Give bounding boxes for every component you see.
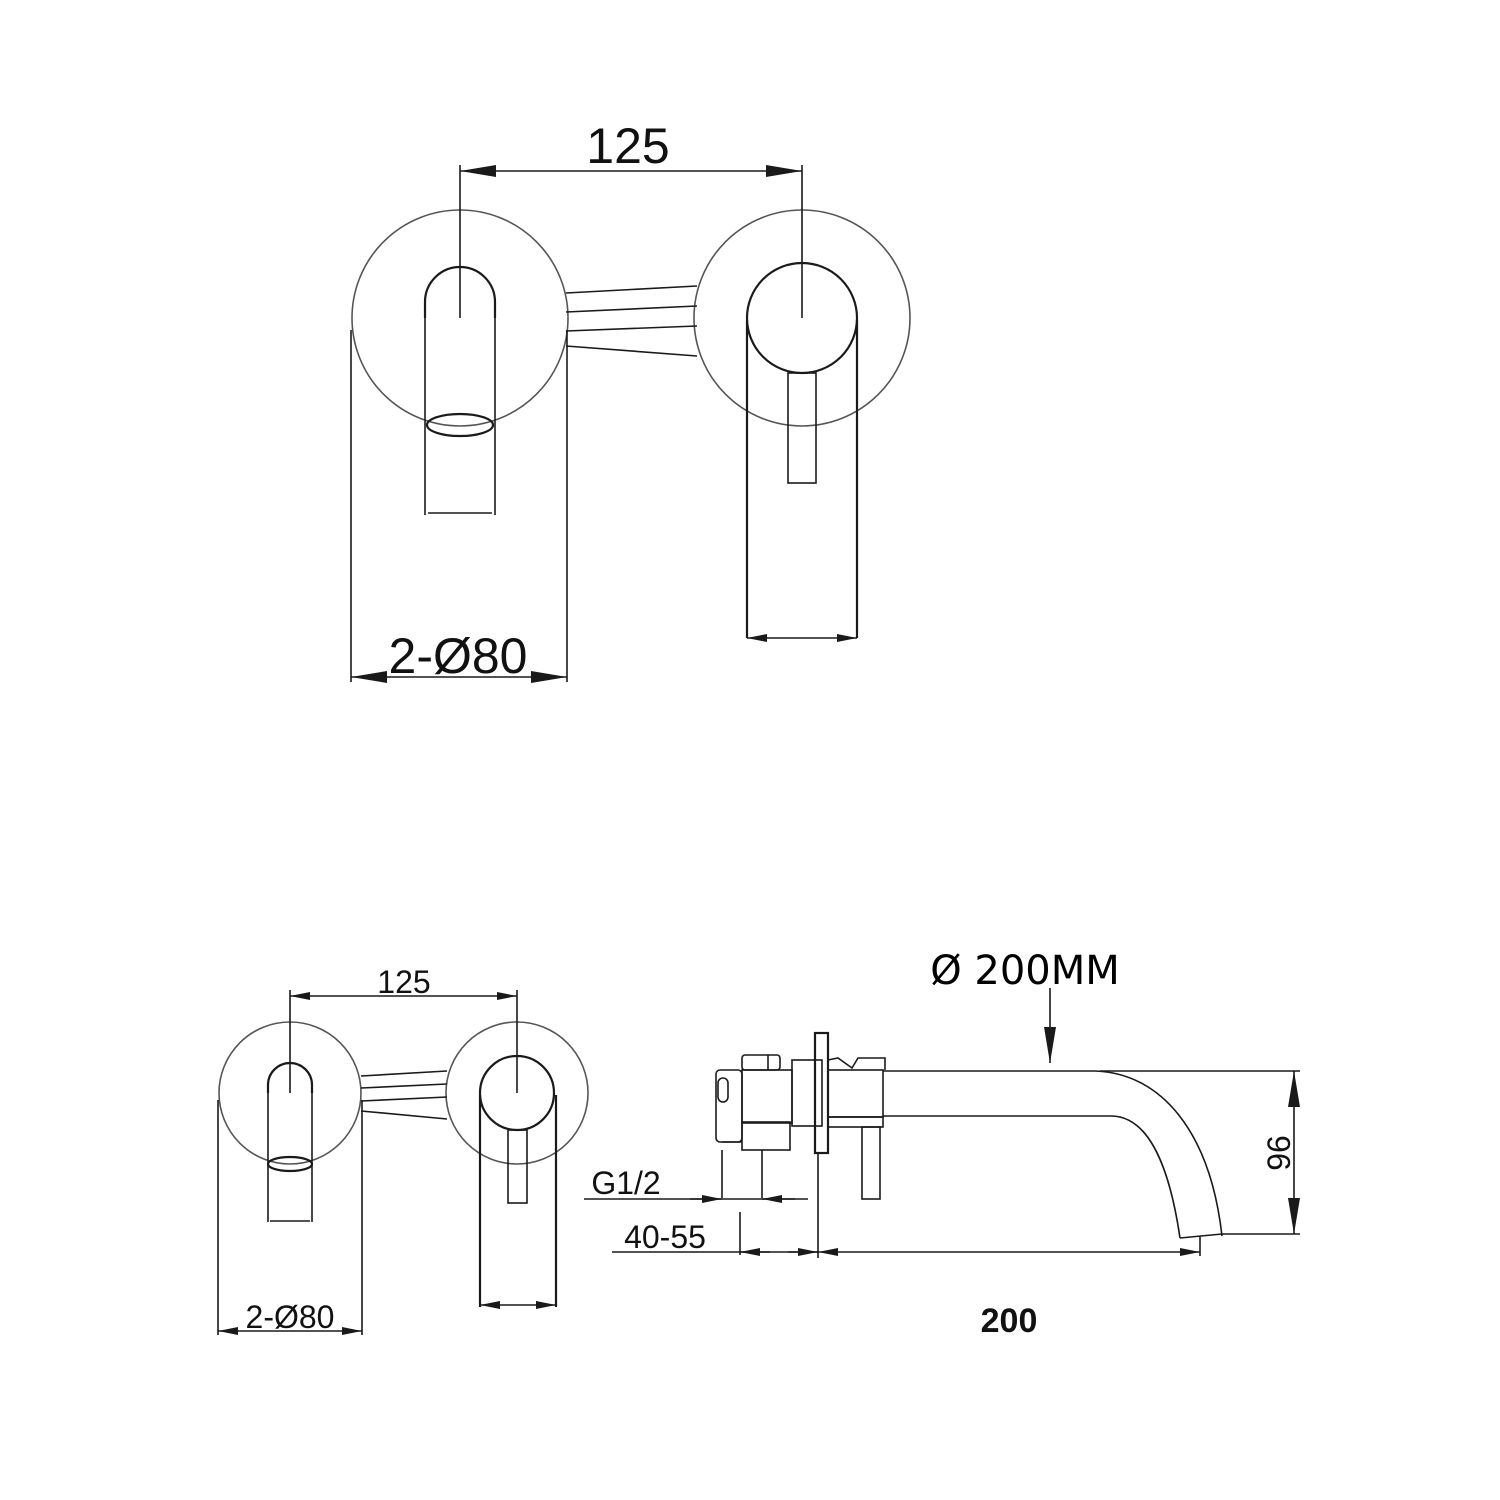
- dimension-125-large: 125: [459, 118, 803, 318]
- handle-body-small: [478, 1054, 558, 1309]
- thread-label: G1/2: [591, 1165, 660, 1201]
- handle-body: [745, 261, 859, 642]
- center-distance-label: 125: [586, 118, 669, 174]
- dimension-40-55: 40-55: [612, 1212, 818, 1256]
- side-view: Ø 200MM 96 G1/2 40-55: [584, 948, 1300, 1340]
- concealed-valve-body: [715, 1054, 823, 1198]
- center-distance-label-small: 125: [377, 964, 430, 1000]
- wall-depth-label: 40-55: [624, 1219, 706, 1255]
- dimension-plate-diameter-large: 2-Ø80: [350, 330, 568, 684]
- dimension-g1-2: G1/2: [584, 1165, 808, 1203]
- dimension-plate-diameter-small: 2-Ø80: [217, 1100, 363, 1335]
- dimension-96: 96: [1100, 1070, 1300, 1235]
- spout-length-label: 200: [981, 1302, 1038, 1340]
- spout-pipe: [883, 1070, 1223, 1239]
- plate-diameter-label-small: 2-Ø80: [246, 1299, 335, 1335]
- dimension-125-small: 125: [289, 964, 518, 1093]
- connecting-pipes: [565, 285, 698, 357]
- spout-connector: [827, 1057, 886, 1200]
- plate-diameter-label: 2-Ø80: [389, 628, 528, 684]
- dimension-200: 200: [818, 1236, 1201, 1340]
- spout-diameter-annotation: Ø 200MM: [930, 948, 1120, 1063]
- front-view-small: 125 2-Ø80: [217, 964, 589, 1335]
- front-view-large: 125 2-Ø80: [350, 118, 911, 684]
- spout-height-label: 96: [1261, 1135, 1297, 1171]
- spout-diameter-label: Ø 200MM: [930, 948, 1120, 994]
- connecting-pipes-small: [360, 1070, 448, 1120]
